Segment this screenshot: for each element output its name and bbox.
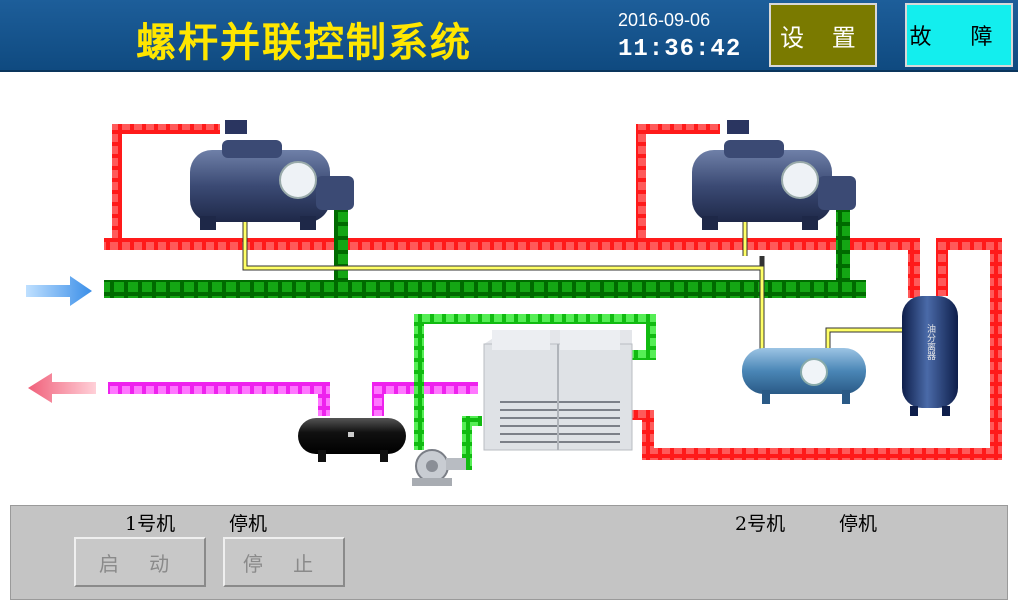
compressor-icon: [190, 120, 354, 230]
arrow-in-icon: [26, 276, 92, 306]
discharge-pipe: [104, 124, 1002, 460]
unit2-name: 2号机: [735, 513, 786, 535]
unit1-status: 停机: [229, 513, 268, 535]
arrow-out-icon: [28, 373, 96, 403]
unit2-status: 停机: [839, 513, 878, 535]
date-display: 2016-09-06: [618, 10, 711, 30]
unit1-start-button[interactable]: 启 动: [74, 537, 206, 587]
unit1-name: 1号机: [125, 513, 176, 535]
compressor-icon: [692, 120, 856, 230]
cooling-tower-icon: [483, 330, 633, 451]
oil-separator-label: 油分离器: [925, 323, 936, 360]
oil-separator-icon: 油分离器: [902, 296, 958, 416]
liquid-pipe: [108, 382, 478, 416]
control-panel: 1号机 停机 启 动 停 止 2号机 停机: [10, 505, 1008, 600]
unit1-stop-button[interactable]: 停 止: [223, 537, 345, 587]
pump-icon: [412, 449, 466, 486]
receiver-tank-icon: [742, 348, 866, 404]
time-display: 11:36:42: [618, 36, 742, 63]
page-title: 螺杆并联控制系统: [136, 19, 472, 66]
settings-button[interactable]: 设 置: [769, 3, 877, 67]
process-diagram: 油分离器: [26, 120, 1002, 486]
liquid-tank-icon: [298, 418, 406, 462]
header-bar: 螺杆并联控制系统 2016-09-06 11:36:42 设 置 故 障: [0, 0, 1018, 72]
fault-button[interactable]: 故 障: [905, 3, 1013, 67]
